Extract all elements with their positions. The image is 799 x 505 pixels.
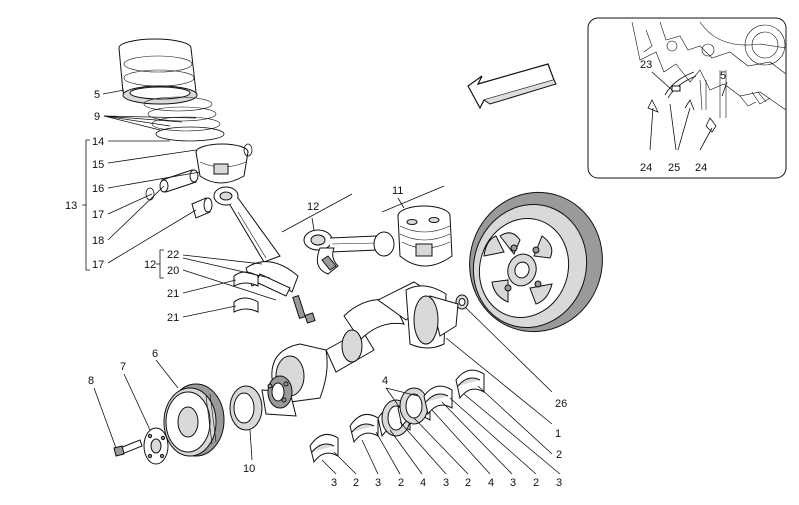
callout-bearing-4-a: 4 [420,477,426,489]
callout-17-top: 17 [92,209,104,221]
cylinder-liner [118,38,198,105]
direction-arrow-icon [467,63,557,110]
small-end-bushing [191,197,213,219]
callout-8: 8 [88,375,94,387]
callout-bearing-2-a: 2 [353,477,359,489]
callout-bearing-4-b: 4 [488,477,494,489]
connecting-rod-exploded [213,186,316,324]
callout-1: 1 [555,428,561,440]
callout-21-bottom: 21 [167,312,179,324]
callout-bearing-3-e: 3 [556,477,562,489]
crankshaft [261,281,459,417]
callout-12-center: 12 [307,201,319,213]
pilot-bushing [455,294,469,310]
callout-22: 22 [167,249,179,261]
callout-right-2: 2 [556,449,562,461]
callout-15: 15 [92,159,104,171]
inset-callout-24-left: 24 [640,162,652,174]
inset-callout-25: 25 [668,162,680,174]
bearing-shells-rod [233,271,259,313]
callout-bearing-2-b: 2 [398,477,404,489]
piston [195,143,249,184]
callout-16: 16 [92,183,104,195]
callout-6: 6 [152,348,158,360]
callout-21-top: 21 [167,288,179,300]
piston-assembled [397,205,453,267]
callout-5: 5 [94,89,100,101]
callout-13: 13 [65,200,77,212]
callout-26: 26 [555,398,567,410]
pulley-damper [163,383,225,457]
callout-9: 9 [94,111,100,123]
callout-12-left: 12 [144,259,156,271]
inset-detail: 23 5 24 25 24 [587,17,787,179]
callout-bearing-3-a: 3 [331,477,337,489]
inset-callout-24-right: 24 [695,162,707,174]
callout-bearing-3-d: 3 [510,477,516,489]
callout-7: 7 [120,361,126,373]
callout-14: 14 [92,136,104,148]
callout-bearing-2-d: 2 [533,477,539,489]
flywheel [469,191,603,333]
callout-4-top: 4 [382,375,388,387]
bolt [113,439,143,457]
callout-10: 10 [243,463,255,475]
callout-bearing-3-b: 3 [375,477,381,489]
hub-washer [143,427,169,465]
inset-callout-23: 23 [640,59,652,71]
piston-rings [143,96,225,142]
callout-18: 18 [92,235,104,247]
connecting-rod-assembled [303,229,395,275]
callout-11: 11 [392,185,403,197]
callout-bearing-3-c: 3 [443,477,449,489]
main-bearing-shells [309,369,485,464]
callout-17-bottom: 17 [92,259,104,271]
front-oil-seal [229,385,263,431]
callout-20: 20 [167,265,179,277]
callout-bearing-2-c: 2 [465,477,471,489]
inset-callout-5: 5 [720,70,726,82]
